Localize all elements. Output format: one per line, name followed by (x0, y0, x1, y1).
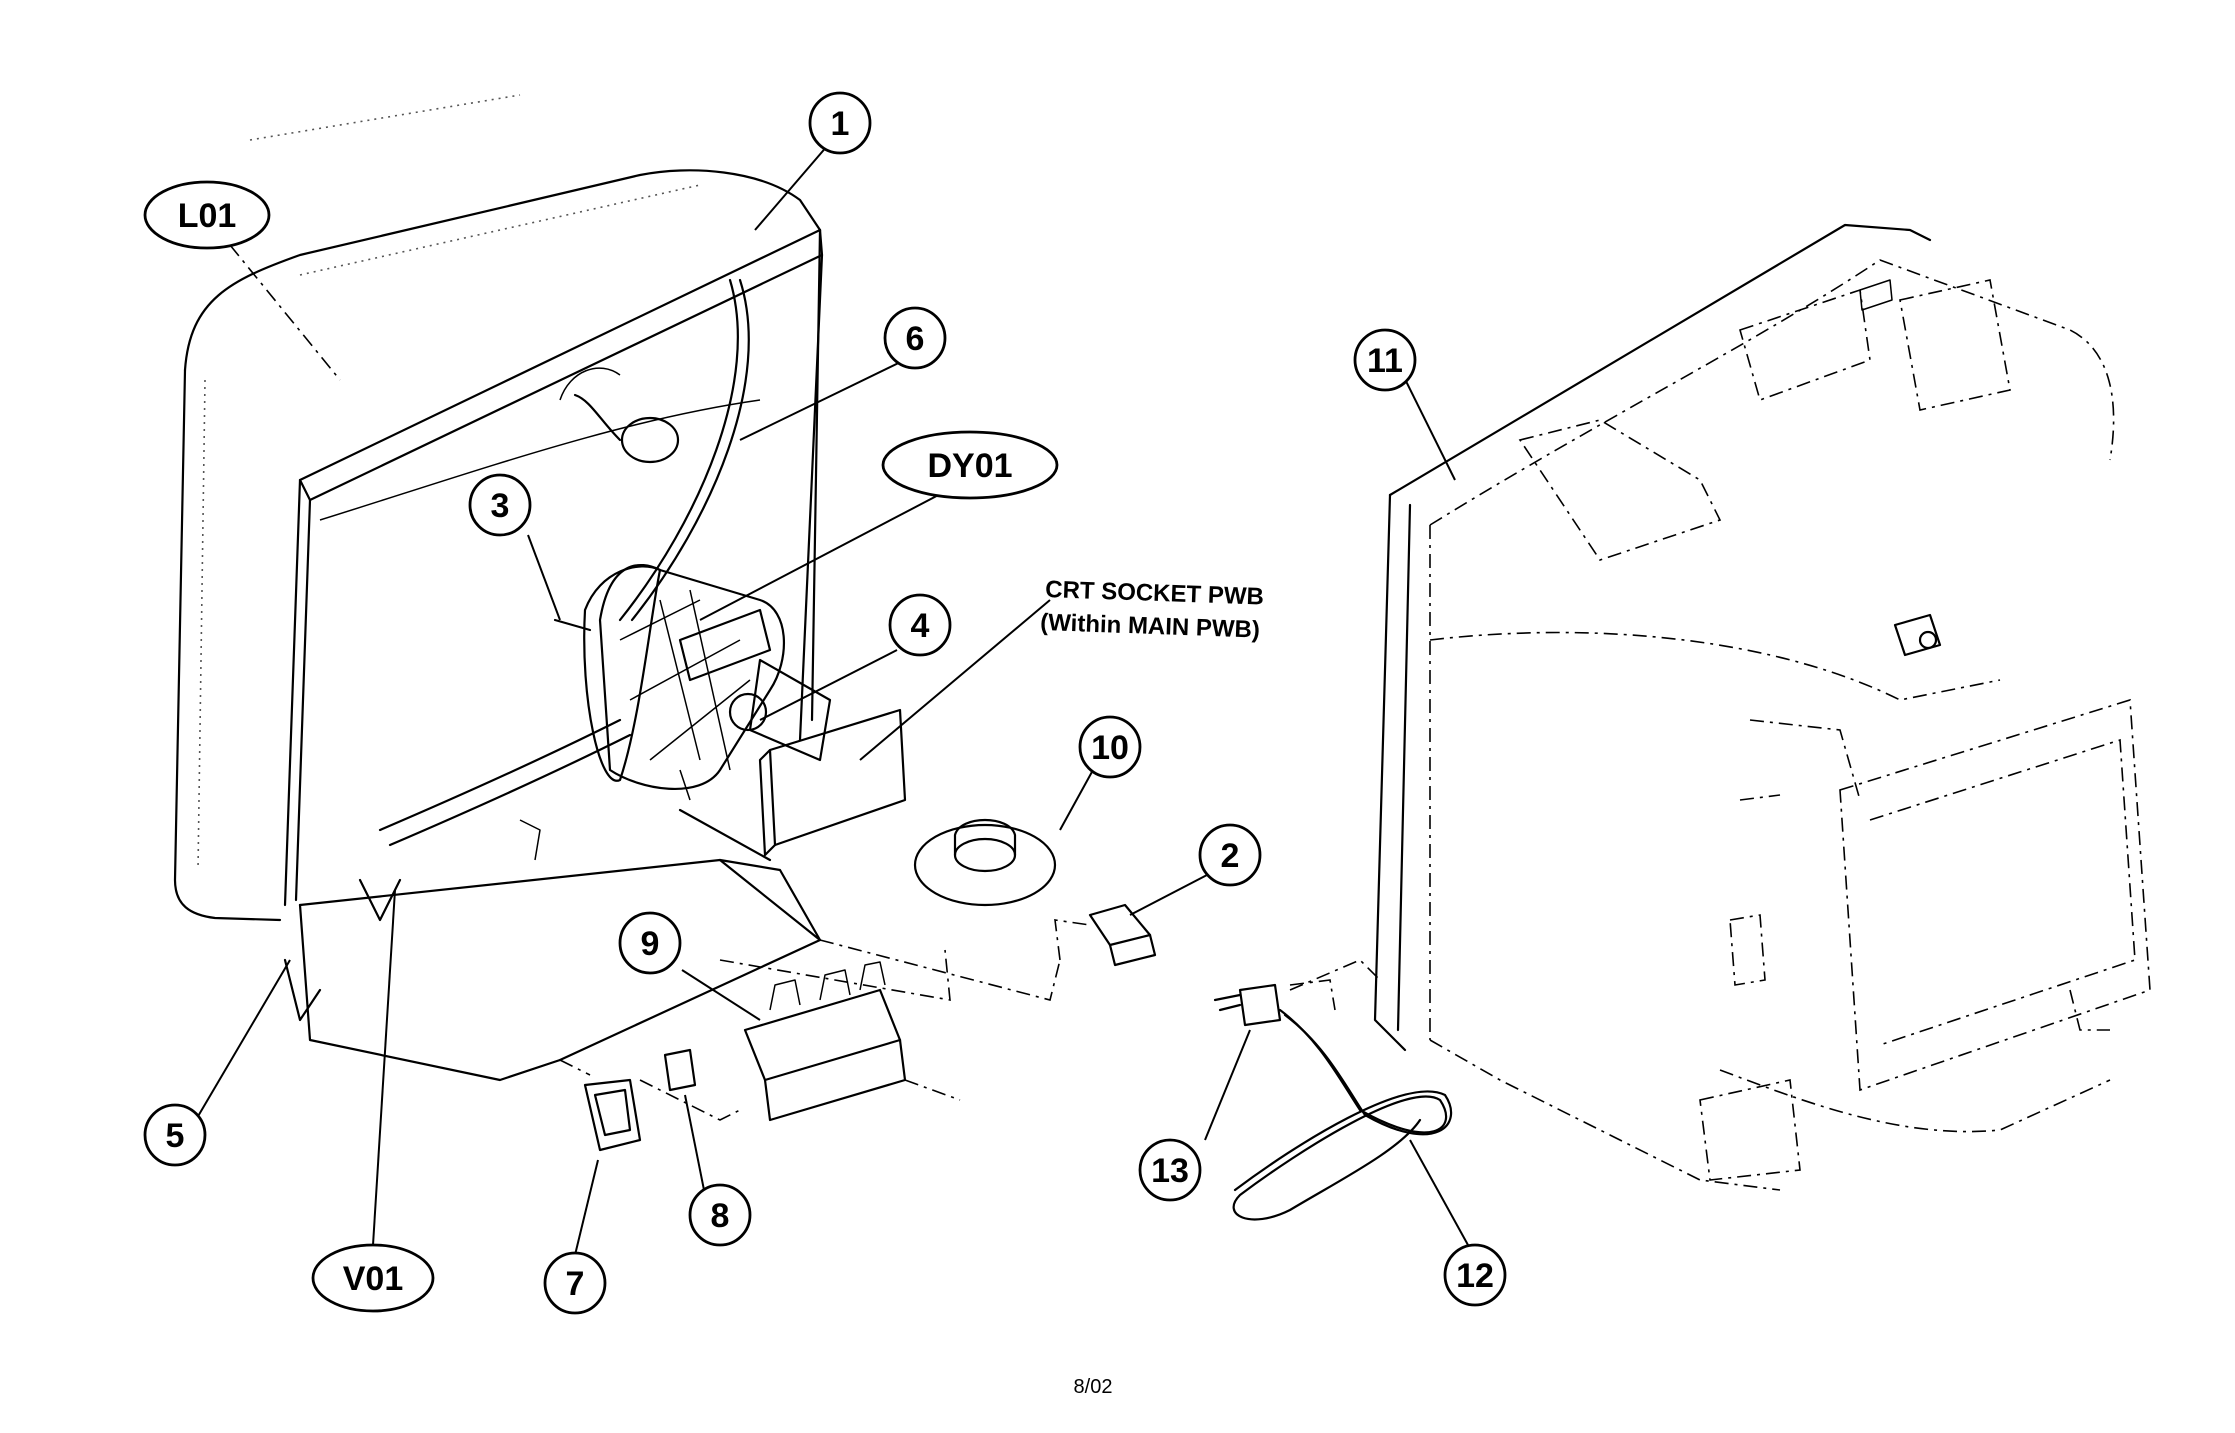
callout-1-label: 1 (831, 105, 850, 143)
callout-5-label: 5 (166, 1117, 185, 1155)
note-line-2: (Within MAIN PWB) (1040, 609, 1261, 644)
callout-L01-label: L01 (178, 197, 237, 235)
callout-3-label: 3 (491, 487, 510, 525)
callout-13: 13 (1138, 1138, 1202, 1202)
callout-12: 12 (1443, 1243, 1507, 1307)
callout-6-label: 6 (906, 320, 925, 358)
callout-7: 7 (543, 1251, 607, 1315)
callout-10-label: 10 (1091, 729, 1129, 767)
callout-8-label: 8 (711, 1197, 730, 1235)
callout-6: 6 (883, 306, 947, 370)
callout-L01: L01 (143, 180, 271, 250)
leader-lines (196, 144, 1469, 1256)
callout-11-label: 11 (1367, 342, 1403, 380)
callout-2: 2 (1198, 823, 1262, 887)
callout-V01: V01 (311, 1243, 435, 1313)
callout-V01-label: V01 (343, 1260, 404, 1298)
callout-9-label: 9 (641, 925, 660, 963)
callout-2-label: 2 (1221, 837, 1240, 875)
callout-5: 5 (143, 1103, 207, 1167)
callout-13-label: 13 (1151, 1152, 1189, 1190)
callout-10: 10 (1078, 715, 1142, 779)
callout-DY01-label: DY01 (927, 447, 1012, 485)
footer-code: 8/02 (1074, 1376, 1113, 1398)
callout-4-label: 4 (911, 607, 930, 645)
rear-cabinet-assembly (1213, 223, 2151, 1221)
callout-12-label: 12 (1456, 1257, 1494, 1295)
callout-3: 3 (468, 473, 532, 537)
callout-7-label: 7 (566, 1265, 585, 1303)
callout-11: 11 (1353, 328, 1417, 392)
front-cabinet-assembly (173, 94, 1157, 1152)
callout-9: 9 (618, 911, 682, 975)
crt-socket-note: CRT SOCKET PWB (Within MAIN PWB) (1040, 576, 1264, 644)
callout-DY01: DY01 (881, 430, 1059, 500)
callout-4: 4 (888, 593, 952, 657)
callout-1: 1 (808, 91, 872, 155)
callout-8: 8 (688, 1183, 752, 1247)
note-line-1: CRT SOCKET PWB (1045, 576, 1264, 611)
